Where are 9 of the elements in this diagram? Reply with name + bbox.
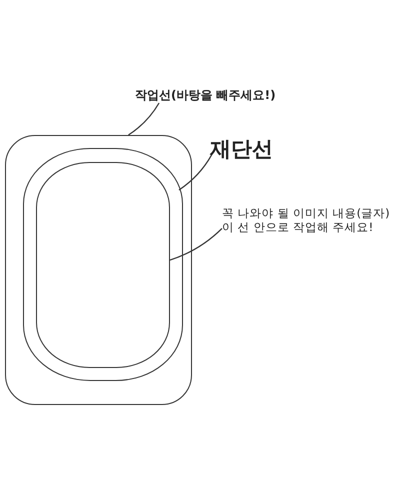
work-line-outline xyxy=(5,135,192,405)
annotation-text: 꼭 나와야 될 이미지 내용(글자) 이 선 안으로 작업해 주세요! xyxy=(222,206,398,235)
leader-line xyxy=(128,102,160,136)
leader-line xyxy=(178,154,212,190)
annotation-text: 재단선 xyxy=(210,136,290,162)
safe-area-outline xyxy=(36,162,170,368)
leader-line xyxy=(170,228,222,261)
cut-line-outline xyxy=(23,148,183,381)
annotation-text: 작업선(바탕을 빼주세요!) xyxy=(135,88,320,103)
